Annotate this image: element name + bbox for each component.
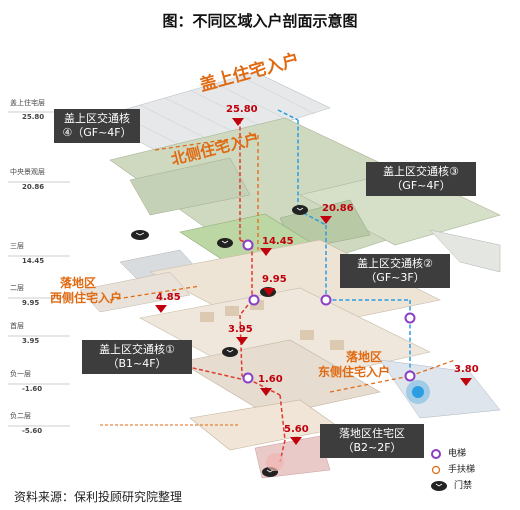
level-value-1f: 3.95: [22, 337, 40, 345]
core-label-4-line2: ④（GF~4F）: [62, 126, 132, 139]
core-label-1-line2: （B1~4F）: [107, 357, 167, 370]
level-label-2f: 二层: [10, 284, 24, 292]
elevation-4-85: 4.85: [156, 292, 181, 303]
legend-item-escalator: 手扶梯: [430, 462, 475, 476]
level-value-residential-deck: 25.80: [22, 113, 45, 121]
level-value-2f: 9.95: [22, 299, 40, 307]
diagram-title: 图：不同区域入户剖面示意图: [162, 12, 358, 30]
elevation-5-60: 5.60: [284, 424, 309, 435]
ground-residential-label-line1: 落地区住宅区: [339, 427, 405, 440]
core-label-1: 盖上区交通核① （B1~4F）: [82, 340, 192, 374]
core-label-1-line1: 盖上区交通核①: [99, 343, 175, 356]
access-gate-icon: [431, 480, 447, 491]
elevation-20-86: 20.86: [322, 203, 354, 214]
level-value-landscape: 20.86: [22, 183, 45, 191]
entrance-label-east-line1: 落地区: [346, 350, 383, 364]
core-label-3-line2: （GF~4F）: [391, 179, 451, 192]
legend-label-access-gate: 门禁: [454, 481, 473, 491]
level-value-b1: -1.60: [22, 385, 43, 393]
elevation-14-45: 14.45: [262, 236, 294, 247]
entrance-label-west-line1: 落地区: [60, 276, 97, 290]
level-label-landscape: 中央景观层: [10, 168, 45, 176]
ground-residential-label-line2: （B2~2F）: [342, 441, 402, 454]
ground-residential-label: 落地区住宅区 （B2~2F）: [320, 424, 424, 458]
level-label-3f: 三层: [10, 242, 24, 250]
elevation-9-95: 9.95: [262, 274, 287, 285]
legend-item-elevator: 电梯: [430, 446, 466, 460]
level-label-1f: 首层: [10, 322, 24, 330]
source-note: 资料来源：保利投顾研究院整理: [14, 490, 183, 504]
escalator-icon: [431, 465, 441, 474]
level-label-b1: 负一层: [10, 370, 31, 378]
elevation-3-95: 3.95: [228, 324, 253, 335]
entrance-label-east: 落地区 东侧住宅入户: [318, 350, 390, 380]
level-label-b2: 负二层: [10, 412, 31, 420]
core-label-2-line2: （GF~3F）: [365, 271, 425, 284]
core-label-4: 盖上区交通核 ④（GF~4F）: [54, 109, 140, 143]
legend-item-access-gate: 门禁: [430, 478, 472, 492]
entrance-label-east-line2: 东侧住宅入户: [318, 365, 391, 379]
entrance-label-west-line2: 西侧住宅入户: [50, 291, 123, 305]
level-value-3f: 14.45: [22, 257, 45, 265]
core-label-3: 盖上区交通核③ （GF~4F）: [366, 162, 476, 196]
core-label-2: 盖上区交通核② （GF~3F）: [340, 254, 450, 288]
elevation-25-80: 25.80: [226, 104, 258, 115]
core-label-2-line1: 盖上区交通核②: [357, 257, 433, 270]
core-label-3-line1: 盖上区交通核③: [383, 165, 459, 178]
core-label-4-line1: 盖上区交通核: [64, 112, 130, 125]
elevation-3-80: 3.80: [454, 364, 479, 375]
legend-label-escalator: 手扶梯: [448, 465, 476, 475]
level-label-residential-deck: 盖上住宅层: [10, 99, 45, 107]
level-value-b2: -5.60: [22, 427, 43, 435]
elevator-icon: [431, 448, 441, 459]
elevation-1-60: 1.60: [258, 374, 283, 385]
entrance-label-west: 落地区 西侧住宅入户: [50, 276, 122, 306]
legend-label-elevator: 电梯: [448, 449, 467, 459]
